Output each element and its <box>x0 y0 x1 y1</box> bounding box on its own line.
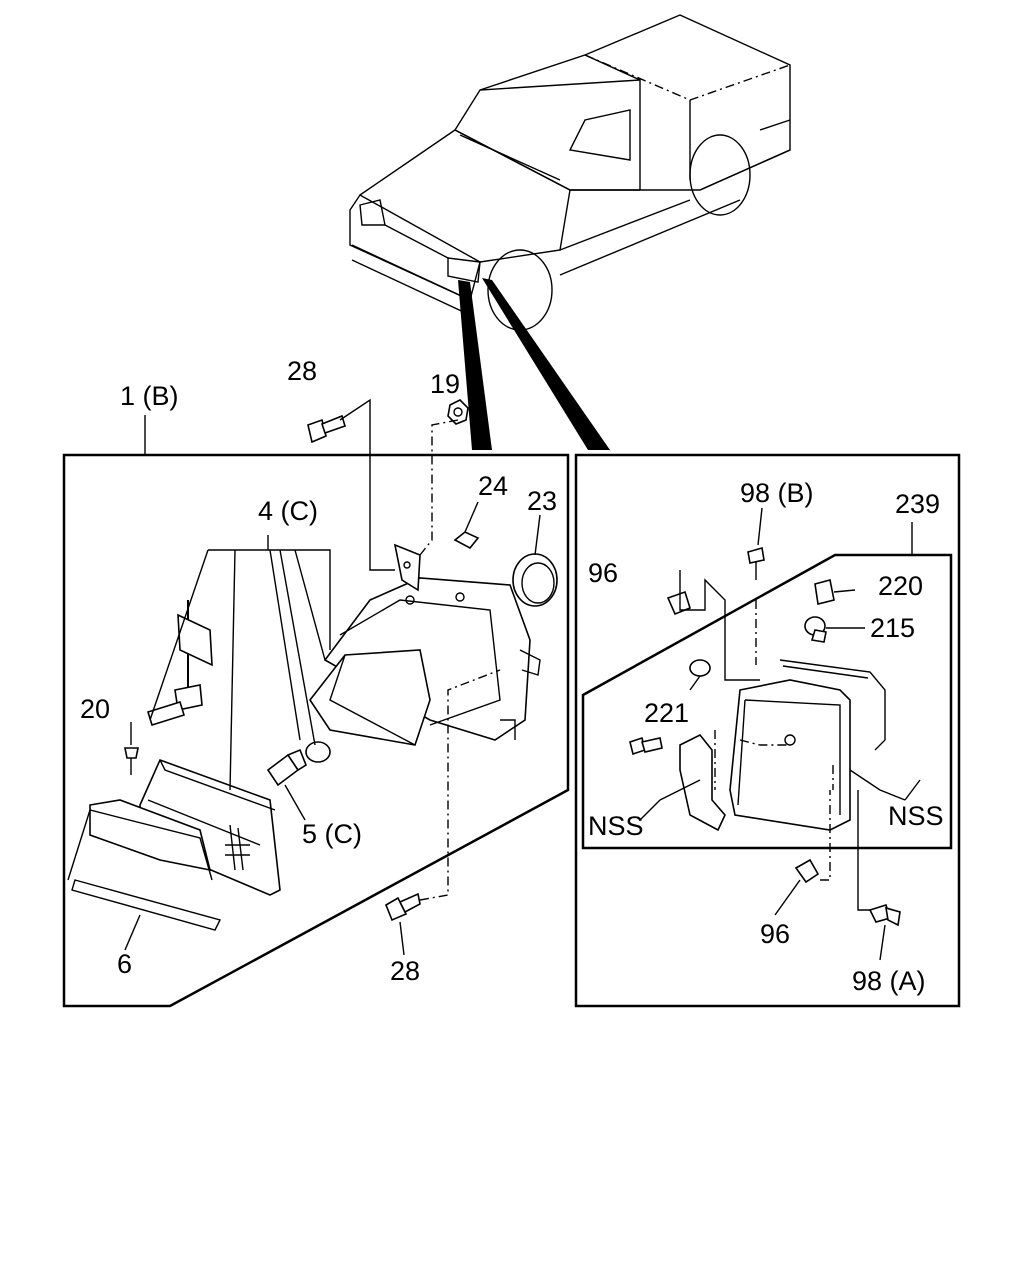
callout-98a: 98 (A) <box>852 966 926 996</box>
lamp-bracket <box>679 733 726 832</box>
mounting-bracket <box>393 543 421 592</box>
clip-96-bottom <box>794 858 820 884</box>
callout-239: 239 <box>895 489 940 519</box>
bolt-98a <box>868 903 901 927</box>
right-detail-box <box>574 453 961 1008</box>
bolt-28-bottom <box>385 892 421 922</box>
callout-5c: 5 (C) <box>302 819 362 849</box>
callout-6: 6 <box>117 949 132 979</box>
screw-nss-left <box>629 736 663 756</box>
left-detail-box <box>62 415 570 1008</box>
callout-24: 24 <box>478 471 508 501</box>
grommet-221 <box>689 659 711 677</box>
bolt-28-top <box>307 414 346 444</box>
callout-221: 221 <box>644 698 689 728</box>
ring-gasket <box>512 553 558 607</box>
callout-20: 20 <box>80 694 110 724</box>
bulb-5c <box>266 741 331 787</box>
callout-4c: 4 (C) <box>258 496 318 526</box>
callout-nss-left: NSS <box>588 811 644 841</box>
clip-nut <box>453 531 480 550</box>
side-lamp-assembly <box>714 659 886 831</box>
callout-23: 23 <box>527 486 557 516</box>
callout-28-top: 28 <box>287 356 317 386</box>
bulb-215 <box>804 616 827 643</box>
callout-96-bottom: 96 <box>760 919 790 949</box>
connector-220 <box>814 579 835 605</box>
callout-215: 215 <box>870 613 915 643</box>
nut-19 <box>447 399 469 425</box>
right-leader-lines <box>639 507 921 961</box>
headlamp-lens <box>139 758 281 896</box>
bolt-98b <box>747 546 765 580</box>
adjuster-assembly <box>147 600 213 727</box>
headlamp-bezel <box>67 799 222 931</box>
callout-96-top: 96 <box>588 558 618 588</box>
screw-20 <box>124 747 139 775</box>
callout-labels: 1 (B) 28 19 24 23 4 (C) 20 5 (C) 6 28 98… <box>80 356 944 996</box>
callout-nss-right: NSS <box>888 801 944 831</box>
left-leader-lines <box>124 398 541 956</box>
callout-220: 220 <box>878 571 923 601</box>
callout-28-bottom: 28 <box>390 956 420 986</box>
headlamp-housing <box>309 577 541 746</box>
callout-1b: 1 (B) <box>120 381 179 411</box>
callout-19: 19 <box>430 369 460 399</box>
callout-98b: 98 (B) <box>740 478 814 508</box>
truck-illustration <box>349 14 791 450</box>
